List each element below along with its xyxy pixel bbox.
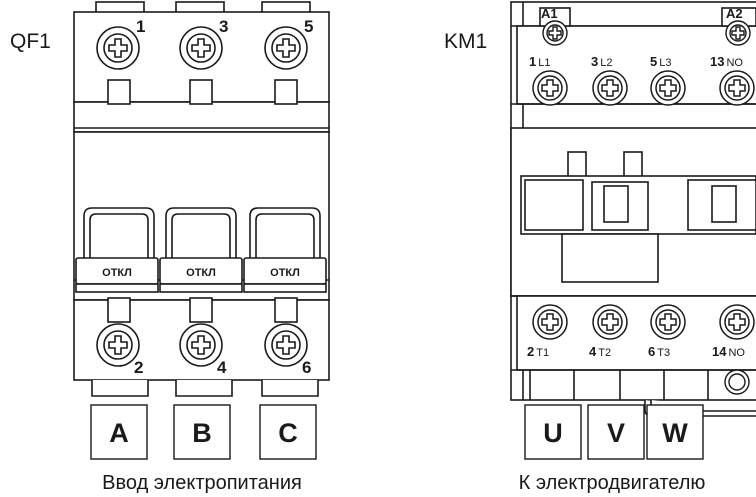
phase-label-u: U [543,418,563,448]
breaker-top-terminal-1: 1 [136,17,145,36]
phase-box-b [173,404,231,460]
breaker-bottom-terminal-1: 2 [134,358,143,377]
phase-box-c [259,404,317,460]
breaker-handle-2[interactable]: ОТКЛ [159,207,243,293]
coil-screw-a2[interactable] [725,20,751,46]
coil-screw-a1[interactable] [542,20,568,46]
phase-label-v: V [607,418,625,448]
contactor-name: KM1 [444,30,487,53]
contactor-screw-1[interactable] [532,70,568,106]
handle-label-1: ОТКЛ [102,267,132,279]
phase-box-w [646,404,704,460]
handle-label-2: ОТКЛ [186,267,216,279]
contactor-screw-6[interactable] [650,304,686,340]
phase-box-a [90,404,148,460]
breaker-screw-2[interactable] [96,323,140,367]
breaker-bottom-terminal-2: 4 [217,358,227,377]
phase-label-a: A [109,418,129,448]
aux-terminal-lower [724,369,750,395]
phase-box-v [587,404,645,460]
coil-terminal-a2: A2 [726,6,743,21]
phase-label-b: B [192,418,212,448]
contactor-screw-13[interactable] [719,70,755,106]
breaker-screw-3[interactable] [179,26,223,70]
phase-box-u [524,404,582,460]
contactor-screw-4[interactable] [592,304,628,340]
breaker-handle-1[interactable]: ОТКЛ [75,207,159,293]
breaker-screw-1[interactable] [96,26,140,70]
output-phase-boxes [524,404,704,460]
breaker-caption: Ввод электропитания [102,472,302,494]
breaker-screw-5[interactable] [264,26,308,70]
coil-terminal-a1: A1 [541,6,558,21]
contactor-screw-2[interactable] [532,304,568,340]
breaker-top-terminal-2: 3 [219,17,228,36]
breaker-handle-3[interactable]: ОТКЛ [243,207,327,293]
contactor-screw-3[interactable] [592,70,628,106]
breaker-top-terminal-3: 5 [304,17,313,36]
contactor-screw-14[interactable] [719,304,755,340]
phase-label-w: W [662,418,688,448]
phase-label-c: C [278,418,298,448]
contactor-caption: К электродвигателю [519,472,706,494]
breaker-screw-4[interactable] [179,323,223,367]
breaker-screw-6[interactable] [264,323,308,367]
breaker-terminal-numbers: 1 3 5 2 4 6 [134,17,313,377]
contactor-screw-5[interactable] [650,70,686,106]
breaker-bottom-terminal-3: 6 [302,358,311,377]
breaker-name: QF1 [10,30,51,53]
input-phase-boxes [90,404,317,460]
handle-label-3: ОТКЛ [270,267,300,279]
